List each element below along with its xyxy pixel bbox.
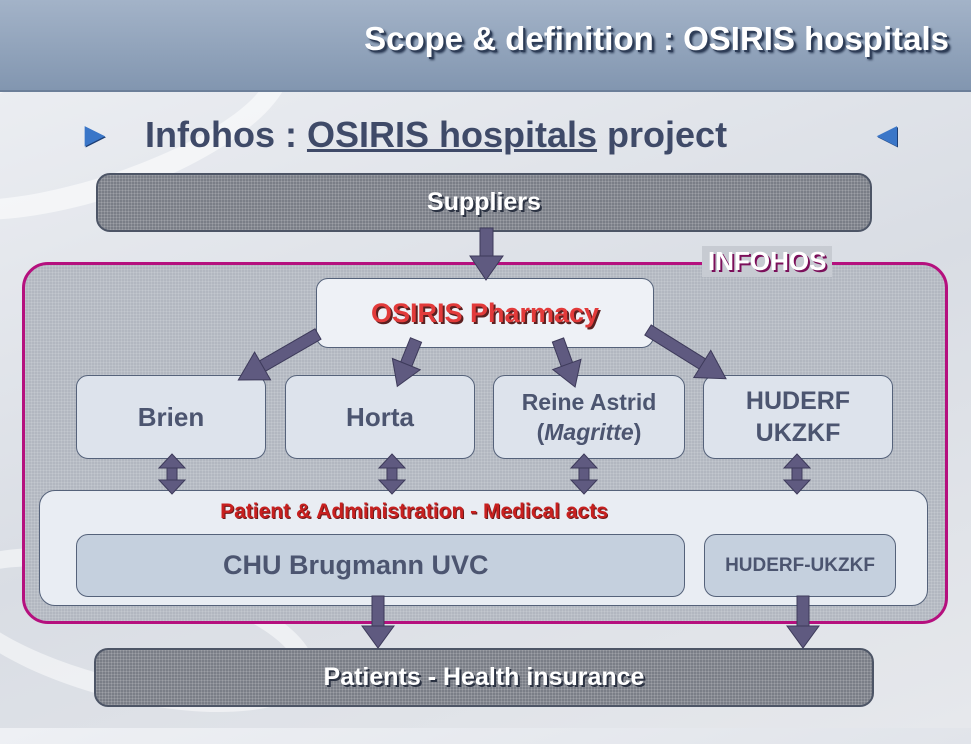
suppliers-bar: Suppliers [96, 173, 872, 232]
arrow-pharmacy-to-reine-astrid [551, 337, 582, 388]
osiris-pharmacy-box: OSIRIS Pharmacy [316, 278, 654, 348]
medical-acts-label: Patient & Administration - Medical acts [220, 500, 608, 523]
huderf-ukzkf-label: HUDERF-UKZKF [725, 554, 875, 576]
double-arrow-brien [158, 453, 186, 495]
paren-open: ( [536, 419, 545, 445]
huderf-ukzkf-box: HUDERF-UKZKF [704, 534, 896, 597]
slide-subtitle: Infohos : OSIRIS hospitals project [145, 114, 727, 156]
hospital-label-horta: Horta [346, 401, 414, 432]
arrow-pharmacy-to-horta [391, 337, 423, 388]
magritte-italic: Magritte [544, 419, 634, 445]
subtitle-underlined: OSIRIS hospitals [306, 114, 598, 155]
hospital-label-magritte: (Magritte) [537, 417, 642, 447]
arrow-huderf-ukzkf-to-patients [786, 595, 820, 649]
chu-brugmann-label: CHU Brugmann UVC [223, 550, 489, 580]
hospital-box-huderf: HUDERF UKZKF [703, 375, 893, 459]
hospital-box-reine-astrid: Reine Astrid (Magritte) [493, 375, 685, 459]
subtitle-prefix: Infohos : [145, 114, 307, 155]
patients-bar: Patients - Health insurance [94, 648, 874, 707]
double-arrow-huderf [783, 453, 811, 495]
triangle-left-icon: ◄ [870, 116, 904, 154]
arrows-layer [158, 227, 820, 649]
slide-title: Scope & definition : OSIRIS hospitals [364, 20, 949, 57]
hospital-label-brien: Brien [137, 401, 205, 432]
chu-brugmann-box: CHU Brugmann UVC [76, 534, 685, 597]
hospital-label-ukzkf: UKZKF [755, 419, 841, 447]
osiris-pharmacy-label: OSIRIS Pharmacy [370, 297, 600, 328]
hospital-box-horta: Horta [285, 375, 475, 459]
double-arrow-horta [378, 453, 406, 495]
patients-label: Patients - Health insurance [323, 663, 645, 691]
title-banner [0, 0, 971, 92]
subtitle-suffix: project [597, 114, 728, 155]
paren-close: ) [633, 419, 642, 445]
arrow-chu-to-patients [361, 595, 395, 649]
arrow-suppliers-to-pharmacy [469, 227, 504, 281]
hospital-label-reine-astrid: Reine Astrid [521, 389, 657, 415]
triangle-right-icon: ► [78, 116, 112, 154]
double-arrow-reine-astrid [570, 453, 598, 495]
arrow-pharmacy-to-huderf [644, 324, 727, 380]
arrow-pharmacy-to-brien [237, 328, 322, 381]
suppliers-label: Suppliers [427, 188, 541, 216]
hospital-label-huderf: HUDERF [745, 387, 851, 415]
infohos-label: INFOHOS [702, 246, 833, 277]
